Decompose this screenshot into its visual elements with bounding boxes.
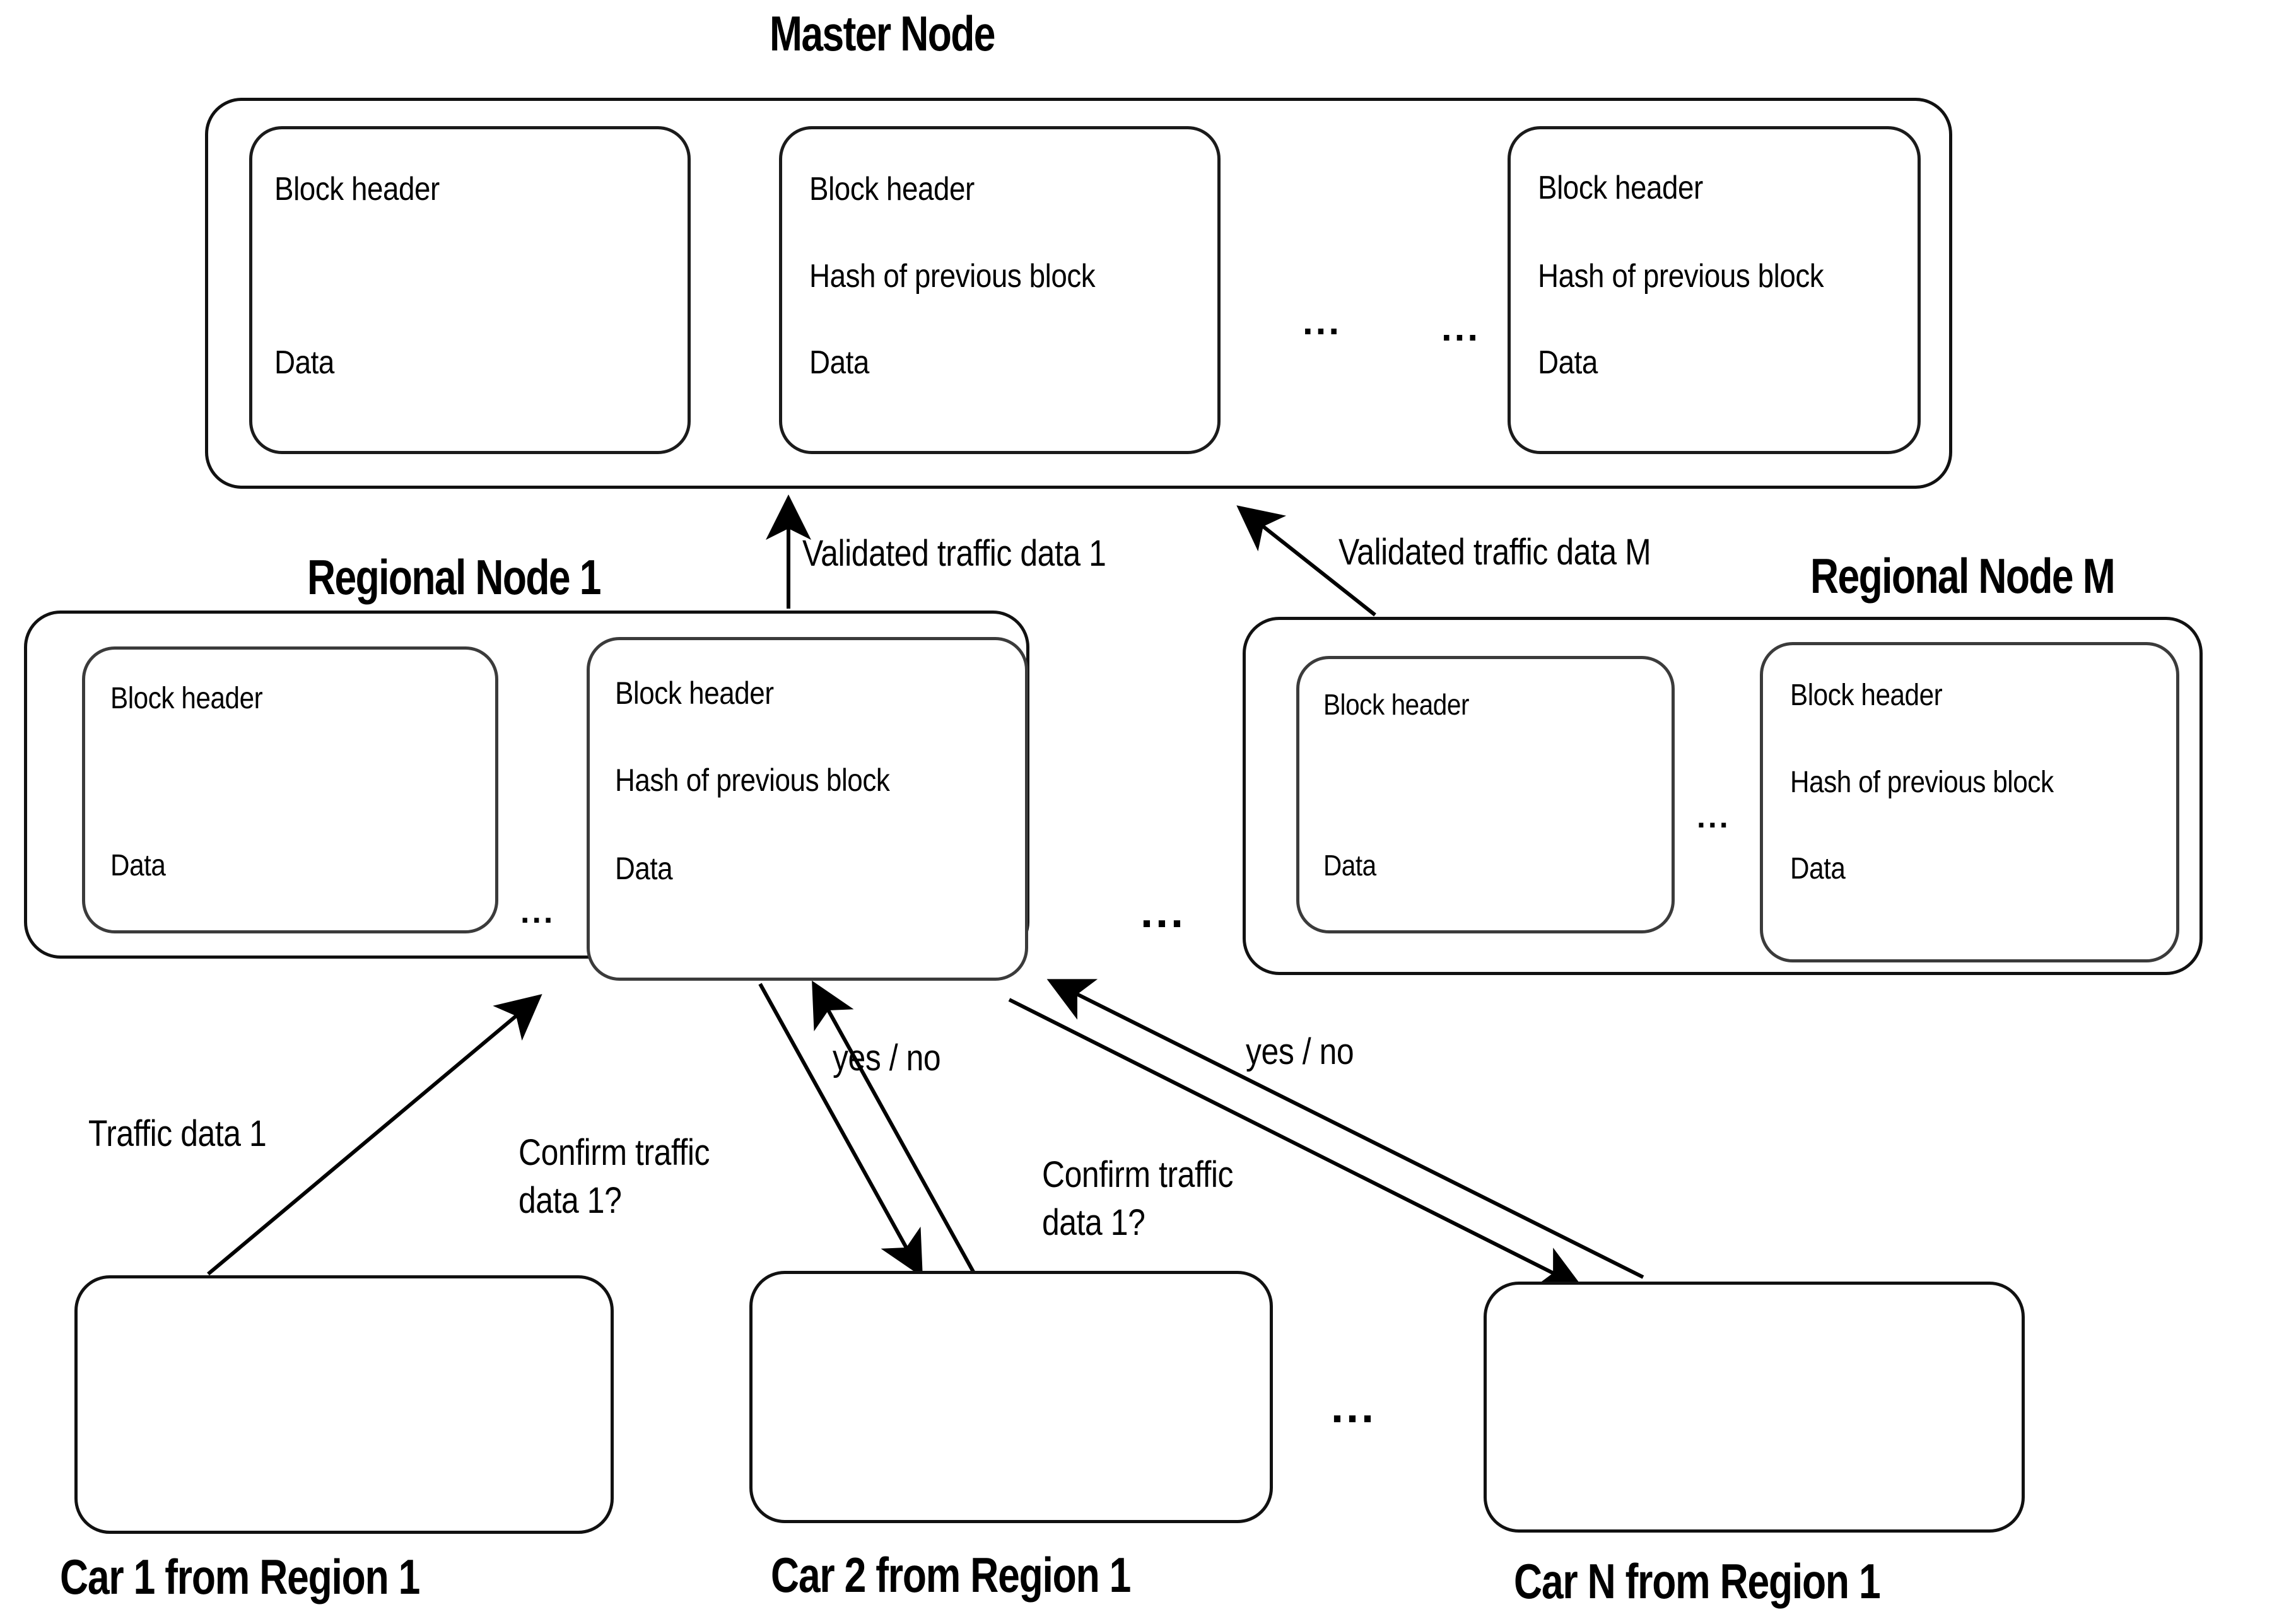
regional-1-block-2-header: Block header [615,675,774,711]
master-node-title: Master Node [770,6,996,61]
label-yes-no-car2: yes / no [833,1037,941,1078]
master-block-3-hash: Hash of previous block [1538,258,1824,295]
car-2-label: Car 2 from Region 1 [771,1547,1131,1603]
label-confirm-traffic-data-1-car2: Confirm traffic data 1? [518,1132,710,1221]
regional-m-block-1-header: Block header [1323,688,1469,721]
label-confirm-traffic-data-1-carN: Confirm traffic data 1? [1042,1154,1234,1243]
regional-m-block-2-header: Block header [1790,679,1943,712]
arrow-yes-no-car2 [812,980,976,1275]
cars-gap-ellipsis: ... [1331,1382,1377,1432]
regional-m-block-2 [1760,642,2179,962]
master-chain-ellipsis-1: ... [1303,300,1342,342]
regional-1-chain-ellipsis: ... [520,894,556,930]
regional-1-block-1-data: Data [110,849,166,882]
regional-m-chain-ellipsis: ... [1697,799,1731,834]
regional-node-1-title: Regional Node 1 [307,549,601,605]
arrow-validated-traffic-data-m [1236,505,1376,617]
arrow-confirm-traffic-data-1-carN [1008,998,1584,1289]
master-block-3-header: Block header [1538,170,1703,206]
master-block-1-header: Block header [274,171,440,207]
arrow-traffic-data-1 [207,994,542,1276]
master-block-1-data: Data [274,344,334,381]
car-n-label: Car N from Region 1 [1514,1553,1881,1609]
master-block-2-data: Data [809,344,869,381]
master-block-2-hash: Hash of previous block [809,258,1096,295]
car-n-box [1484,1282,2025,1533]
regional-node-m-title: Regional Node M [1810,548,2116,604]
regional-1-block-2-data: Data [615,851,673,886]
label-validated-traffic-data-1: Validated traffic data 1 [802,533,1106,574]
car-1-label: Car 1 from Region 1 [60,1549,420,1604]
regional-nodes-gap-ellipsis: ... [1140,887,1186,937]
label-traffic-data-1: Traffic data 1 [88,1113,267,1154]
car-2-box [749,1271,1273,1523]
regional-m-block-1-data: Data [1323,849,1376,882]
master-block-1 [249,126,691,454]
regional-1-block-1-header: Block header [110,682,263,715]
regional-m-block-2-hash: Hash of previous block [1790,766,2054,799]
car-1-box [74,1275,614,1534]
regional-1-block-1 [82,646,498,933]
arrow-yes-no-carN [1046,979,1644,1279]
regional-1-block-2-hash: Hash of previous block [615,763,890,798]
regional-m-block-1 [1296,656,1675,933]
master-block-3 [1508,126,1921,454]
master-block-2 [779,126,1221,454]
master-block-2-header: Block header [809,171,975,207]
master-chain-ellipsis-2: ... [1441,307,1481,349]
label-yes-no-carN: yes / no [1246,1031,1354,1072]
regional-1-block-2 [587,637,1028,981]
arrow-confirm-traffic-data-1-car2 [758,983,923,1278]
regional-m-block-2-data: Data [1790,852,1846,885]
master-block-3-data: Data [1538,344,1598,381]
label-validated-traffic-data-m: Validated traffic data M [1338,532,1651,573]
